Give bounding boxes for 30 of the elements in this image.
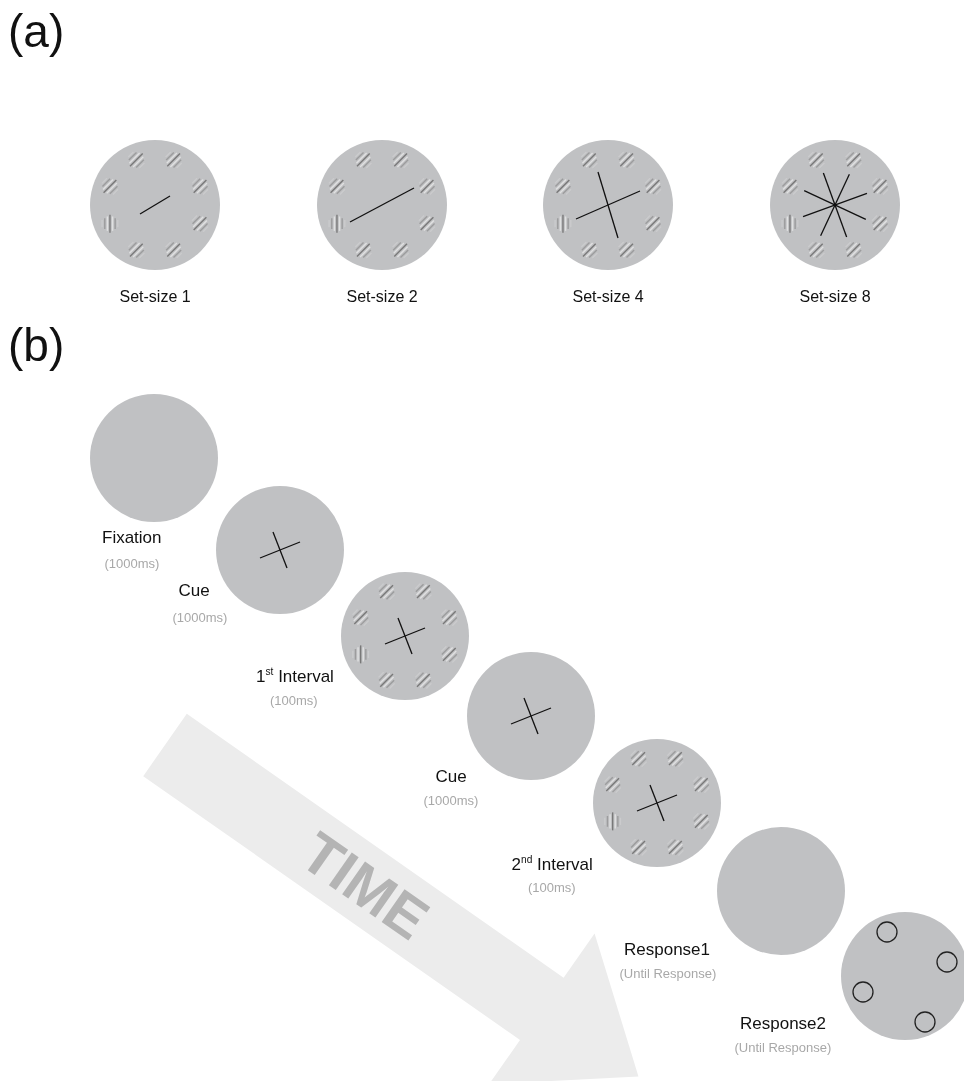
duration-label: (1000ms) <box>423 792 479 808</box>
duration-label: (1000ms) <box>172 609 228 625</box>
stimulus-disc-drawing <box>88 138 222 272</box>
stimulus-disc-drawing <box>541 138 675 272</box>
stimulus-disc-drawing <box>465 650 597 782</box>
stimulus-disc-drawing <box>315 138 449 272</box>
stage-label: 2$^{nd}$ Interval <box>511 855 593 875</box>
stage-label: Cue <box>435 767 467 787</box>
stage-label: Set-size 1 <box>119 288 191 306</box>
panel-label: (a) <box>8 4 65 58</box>
stimulus-disc-drawing <box>768 138 902 272</box>
duration-label: (100ms) <box>528 879 576 895</box>
panel-label: (b) <box>8 318 65 372</box>
stimulus-disc-drawing <box>591 737 723 869</box>
stimulus-disc-drawing <box>839 910 964 1042</box>
stage-label: Response2 <box>740 1014 826 1034</box>
duration-label: (1000ms) <box>104 555 160 571</box>
stage-label: Set-size 8 <box>799 288 871 306</box>
duration-label: (Until Response) <box>619 965 717 981</box>
stimulus-disc-drawing <box>88 392 220 524</box>
stage-label: Set-size 4 <box>572 288 644 306</box>
duration-label: (100ms) <box>270 692 318 708</box>
stage-label: Fixation <box>102 528 162 548</box>
stimulus-disc-drawing <box>715 825 847 957</box>
stage-label: Response1 <box>624 940 710 960</box>
duration-label: (Until Response) <box>734 1039 832 1055</box>
stage-label: Cue <box>178 581 210 601</box>
stimulus-disc-drawing <box>339 570 471 702</box>
stage-label: 1$^{st}$ Interval <box>256 667 334 687</box>
stage-label: Set-size 2 <box>346 288 418 306</box>
